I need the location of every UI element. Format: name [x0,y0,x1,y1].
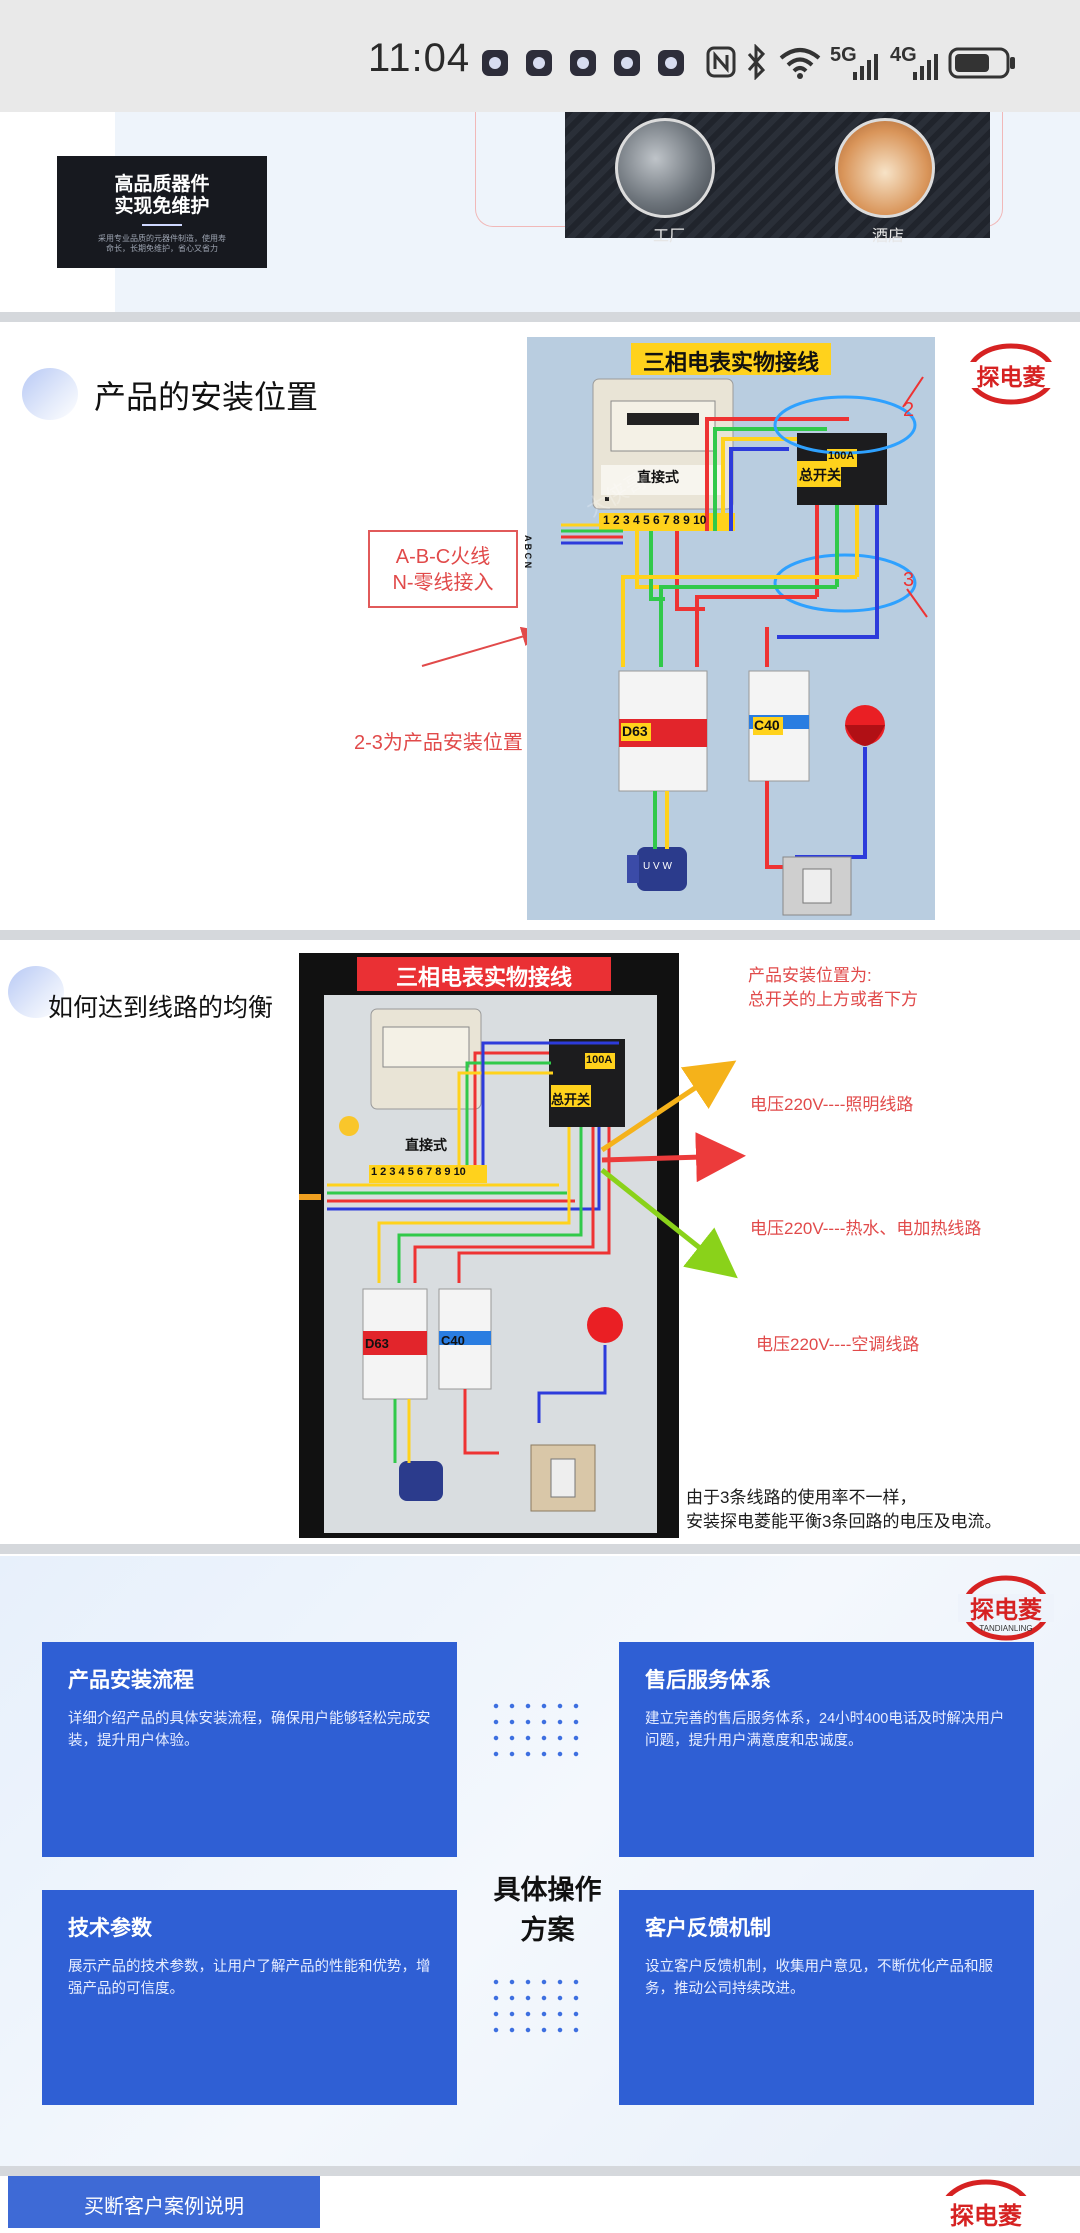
section-tab: 买断客户案例说明 [8,2176,320,2228]
brand-logo: 探电菱 [963,342,1059,411]
slide-title: 如何达到线路的均衡 [48,994,274,1022]
slide-title: 产品的安装位置 [94,379,319,415]
info-card: 产品安装流程 详细介绍产品的具体安装流程，确保用户能够轻松完成安装，提升用户体验… [42,1642,457,1857]
position-marker-2: 2 [903,399,915,421]
network-5g-label: 5G [830,44,857,66]
position-annotation: 产品安装位置为: 总开关的上方或者下方 [748,964,918,1012]
phase-labels: A B C N [523,535,533,569]
breaker-d63-label: D63 [365,1336,389,1351]
center-title-line: 方案 [520,1915,575,1945]
breaker-d63-label: D63 [622,723,648,739]
signal-icon [913,54,938,80]
app-icon [482,50,508,76]
main-switch-rating: 100A [586,1054,613,1066]
balance-footnote: 由于3条线路的使用率不一样， 安装探电菱能平衡3条回路的电压及电流。 [686,1486,1001,1534]
app-icon [614,50,640,76]
phase-callout: A-B-C火线 N-零线接入 [368,530,518,608]
motor-label: U V W [643,861,672,872]
slide-divider [0,2166,1080,2176]
brand-name: 探电菱 [950,2203,1022,2230]
terminal-numbers: 1 2 3 4 5 6 7 8 9 10 [371,1166,466,1178]
feature-card-title: 高品质器件 实现免维护 [114,174,210,217]
terminal-numbers: 1 2 3 4 5 6 7 8 9 10 [603,513,707,527]
app-icon [570,50,596,76]
card-title: 技术参数 [68,1917,152,1940]
meter-label: 直接式 [637,469,679,485]
card-title: 售后服务体系 [645,1669,771,1692]
center-title-line: 具体操作 [493,1875,602,1905]
application-photos: 工厂 酒店 [565,112,990,245]
main-switch-rating: 100A [828,450,855,462]
wiring-diagram: 三相电表实物接线 直接式 1 2 3 4 5 6 7 8 9 10 总开关 10… [299,953,679,1538]
info-card: 客户反馈机制 设立客户反馈机制，收集用户意见，不断优化产品和服务，推动公司持续改… [619,1890,1034,2105]
slide-line-balance: 如何达到线路的均衡 [0,940,1080,1544]
annotation-line: 产品安装位置为: [748,966,872,985]
card-title: 客户反馈机制 [645,1917,771,1940]
info-card: 技术参数 展示产品的技术参数，让用户了解产品的性能和优势，增强产品的可信度。 [42,1890,457,2105]
status-bar: 11:04 5G 4G [0,0,1080,112]
center-title: 具体操作 方案 [470,1870,625,1950]
slide-divider [0,930,1080,940]
app-icon [658,50,684,76]
meter-label: 直接式 [405,1137,447,1153]
diagram-title: 三相电表实物接线 [642,350,819,375]
hotel-photo [835,118,935,218]
position-marker-3: 3 [903,569,915,591]
lighting-circuit-label: 电压220V----照明线路 [750,1095,914,1114]
network-4g-label: 4G [890,44,917,66]
card-body: 展示产品的技术参数，让用户了解产品的性能和优势，增强产品的可信度。 [68,1959,431,1997]
wiring-diagram: 三相电表实物接线 直接式 1 2 3 4 5 6 7 8 9 10 总开关 10… [523,337,935,920]
battery-icon [948,47,1015,79]
annotation-line: 总开关的上方或者下方 [748,990,918,1009]
breaker-c40-label: C40 [754,717,780,733]
callout-arrow [421,626,542,667]
slide-case-study: 买断客户案例说明 探电菱 [0,2176,1080,2233]
dot-grid-decoration [488,1698,588,1764]
nfc-icon [706,46,736,78]
card-title: 产品安装流程 [68,1669,194,1692]
photo-label-hotel: 酒店 [872,228,905,245]
aircon-circuit-label: 电压220V----空调线路 [756,1335,920,1354]
brand-name: 探电菱 [976,364,1046,390]
title-bullet-decoration [22,368,78,420]
wifi-icon [779,48,821,79]
brand-logo: 探电菱 [936,2176,1036,2233]
card-body: 详细介绍产品的具体安装流程，确保用户能够轻松完成安装，提升用户体验。 [68,1711,431,1749]
feature-card: 高品质器件 实现免维护 采用专业品质的元器件制造，使用寿命长，长期免维护，省心又… [57,156,267,268]
card-body: 设立客户反馈机制，收集用户意见，不断优化产品和服务，推动公司持续改进。 [645,1959,993,1997]
callout-line: A-B-C火线 [395,546,491,568]
installation-note: 2-3为产品安装位置 [354,732,523,754]
breaker-c40-label: C40 [441,1333,465,1348]
bluetooth-icon [747,44,766,80]
slide-divider [0,1544,1080,1554]
title-bullet-decoration [8,966,64,1018]
info-card: 售后服务体系 建立完善的售后服务体系，24小时400电话及时解决用户问题，提升用… [619,1642,1034,1857]
app-icon [526,50,552,76]
dot-grid-decoration [488,1974,588,2040]
diagram-title: 三相电表实物接线 [395,965,572,990]
signal-icon [853,54,878,80]
slide-operation-plan: 探电菱 TANDIANLING 产品安装流程 详细介绍产品的具体安装流程，确保用… [0,1556,1080,2166]
footnote-line: 安装探电菱能平衡3条回路的电压及电流。 [686,1512,1002,1531]
brand-subtitle: TANDIANLING [979,1624,1033,1633]
feature-card-divider [142,224,182,226]
photo-label-factory: 工厂 [653,228,686,245]
brand-logo: 探电菱 TANDIANLING [958,1572,1054,1655]
branch-arrows [600,1060,746,1279]
slide-installation-position: 产品的安装位置 A-B-C火线 N-零线接入 2-3为产品安装位置 [0,322,1080,930]
factory-photo [615,118,715,218]
feature-card-text: 采用专业品质的元器件制造，使用寿命长，长期免维护，省心又省力 [98,234,226,253]
heating-circuit-label: 电压220V----热水、电加热线路 [750,1219,982,1238]
main-switch-label: 总开关 [799,467,841,483]
slide-divider [0,312,1080,322]
clock: 11:04 [368,36,471,80]
footnote-line: 由于3条线路的使用率不一样， [686,1488,917,1507]
callout-line: N-零线接入 [392,572,494,594]
brand-name: 探电菱 [970,1597,1042,1624]
slide-features: 高品质器件 实现免维护 采用专业品质的元器件制造，使用寿命长，长期免维护，省心又… [0,112,1080,312]
main-switch-label: 总开关 [551,1092,591,1107]
card-body: 建立完善的售后服务体系，24小时400电话及时解决用户问题，提升用户满意度和忠诚… [645,1711,1005,1749]
